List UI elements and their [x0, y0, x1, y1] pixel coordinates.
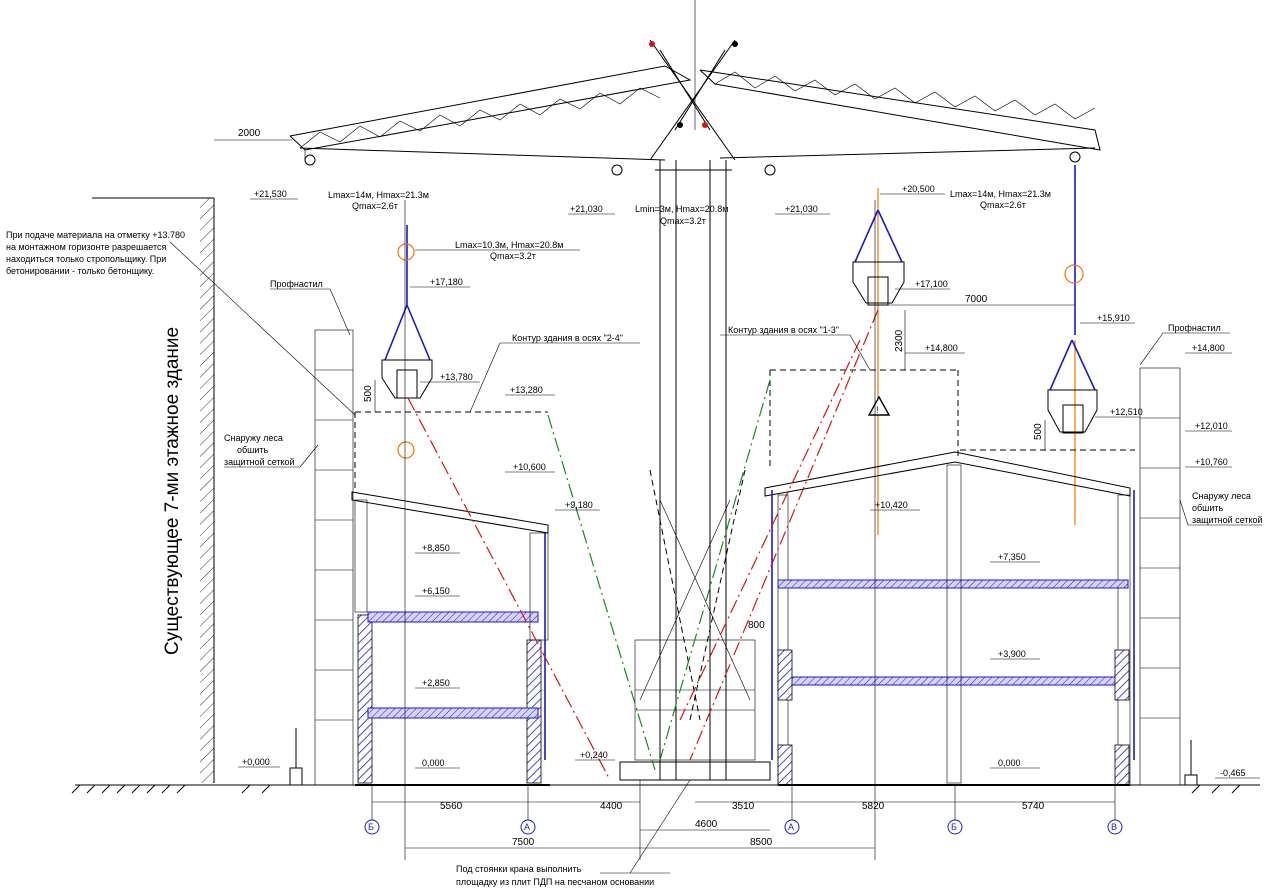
- warning-sign: !: [867, 395, 891, 416]
- elev-15910: +15,910: [1097, 313, 1130, 323]
- elev-21530: +21,530: [254, 189, 287, 199]
- elev-13780: +13,780: [440, 372, 473, 382]
- elev-2850: +2,850: [422, 678, 450, 688]
- existing-building: Существующее 7-ми этажное здание: [92, 197, 215, 783]
- elev-3900: +3,900: [998, 649, 1026, 659]
- mid-crane-spec-q: Qmax=3.2т: [490, 251, 536, 261]
- dim-4400: 4400: [600, 801, 623, 812]
- mid-crane-spec: Lmax=10.3м, Hmax=20.8м: [455, 240, 563, 250]
- dim-500-left: 500: [363, 385, 374, 402]
- profnastil-left-label: Профнастил: [270, 279, 323, 289]
- hook-ropes: [384, 165, 1096, 535]
- elev-minus-0465: -0,465: [1220, 768, 1246, 778]
- contour-24-label: Контур здания в осях "2-4": [512, 333, 623, 343]
- dim-5740: 5740: [1022, 801, 1045, 812]
- elev-0000-mid: 0,000: [422, 758, 445, 768]
- notes: При подаче материала на отметку +13.780 …: [6, 230, 1263, 887]
- elev-0000-left: +0,000: [242, 757, 270, 767]
- elevation-marks: +21,530 +21,030 +21,030 +20,500 +17,180 …: [238, 184, 1260, 779]
- elev-12510: +12,510: [1110, 407, 1143, 417]
- elev-6150: +6,150: [422, 586, 450, 596]
- tower-crane: [289, 0, 1101, 781]
- axis-v-right: В: [1111, 822, 1117, 832]
- crane-specs: Lmax=14м, Hmax=21.3м Qmax=2.6т Lmax=10.3…: [328, 189, 1051, 261]
- axis-a-right: А: [788, 822, 794, 832]
- left-note-line-4: бетонировании - только бетонщику.: [6, 266, 154, 276]
- right-crane-spec: Lmax=14м, Hmax=21.3м: [950, 189, 1051, 199]
- dim-7000: 7000: [965, 294, 988, 305]
- elev-21030-left: +21,030: [570, 204, 603, 214]
- contour-2-4: [354, 411, 548, 492]
- right-crane-spec-q: Qmax=2.6т: [980, 200, 1026, 210]
- elev-9180: +9,180: [565, 500, 593, 510]
- existing-building-label: Существующее 7-ми этажное здание: [162, 327, 183, 655]
- bottom-note-line-1: Под стоянки крана выполнить: [456, 864, 582, 874]
- bottom-note-line-2: площадку из плит ПДП на песчаном основан…: [456, 877, 654, 887]
- dim-800: 800: [748, 620, 765, 631]
- contour-13-label: Контур здания в осях "1-3": [728, 325, 839, 335]
- left-note-line-1: При подаче материала на отметку +13.780: [6, 230, 185, 240]
- svg-text:!: !: [876, 405, 879, 415]
- axis-b-right: Б: [951, 822, 957, 832]
- dim-500-right: 500: [1033, 423, 1044, 440]
- center-crane-spec-q: Qmax=3.2т: [660, 216, 706, 226]
- elev-10760: +10,760: [1195, 457, 1228, 467]
- elev-21030-right: +21,030: [785, 204, 818, 214]
- center-crane-spec: Lmin=3м, Hmax=20.8м: [635, 204, 728, 214]
- lesa-right-1: Снаружу леса: [1192, 491, 1251, 501]
- profnastil-right-label: Профнастил: [1168, 323, 1221, 333]
- dim-4600: 4600: [695, 819, 718, 830]
- axis-a-left: А: [524, 822, 530, 832]
- dim-2000: 2000: [238, 128, 261, 139]
- elev-0000-right: 0,000: [998, 758, 1021, 768]
- elev-17180: +17,180: [430, 277, 463, 287]
- lesa-left-2: обшить: [237, 445, 269, 455]
- left-crane-spec-q: Qmax=2.6т: [352, 201, 398, 211]
- elev-20500: +20,500: [902, 184, 935, 194]
- lesa-left-1: Снаружу леса: [224, 433, 283, 443]
- dimensions: 2000 7000 2300 500 500 800 5560 4400 351…: [214, 128, 1115, 860]
- left-note-line-2: на монтажном горизонте разрешается: [6, 242, 167, 252]
- left-crane-spec: Lmax=14м, Hmax=21.3м: [328, 190, 429, 200]
- elev-13280: +13,280: [510, 385, 543, 395]
- left-building: [314, 329, 550, 786]
- right-building: [764, 367, 1181, 786]
- dim-3510: 3510: [732, 801, 755, 812]
- dim-7500: 7500: [512, 837, 535, 848]
- axis-markers: Б А А Б В: [364, 785, 1123, 835]
- elev-10420: +10,420: [875, 500, 908, 510]
- lesa-left-3: защитной сеткой: [224, 457, 295, 467]
- elev-14800-mid: +14,800: [925, 343, 958, 353]
- dim-2300: 2300: [894, 329, 905, 352]
- elev-8850: +8,850: [422, 543, 450, 553]
- lesa-right-3: защитной сеткой: [1192, 515, 1263, 525]
- elev-10600: +10,600: [513, 462, 546, 472]
- elev-14800-right: +14,800: [1192, 343, 1225, 353]
- concrete-bucket: [381, 261, 1098, 434]
- dim-5560: 5560: [440, 801, 463, 812]
- dim-8500: 8500: [750, 837, 773, 848]
- left-note-line-3: находиться только стропольщику. При: [6, 254, 166, 264]
- axis-b-left: Б: [368, 822, 374, 832]
- danger-zone-lines: [407, 309, 879, 781]
- elev-17100: +17,100: [915, 279, 948, 289]
- elev-7350: +7,350: [998, 552, 1026, 562]
- elev-12010: +12,010: [1195, 421, 1228, 431]
- elev-0240: +0,240: [580, 750, 608, 760]
- lesa-right-2: обшить: [1192, 503, 1224, 513]
- dim-5820: 5820: [862, 801, 885, 812]
